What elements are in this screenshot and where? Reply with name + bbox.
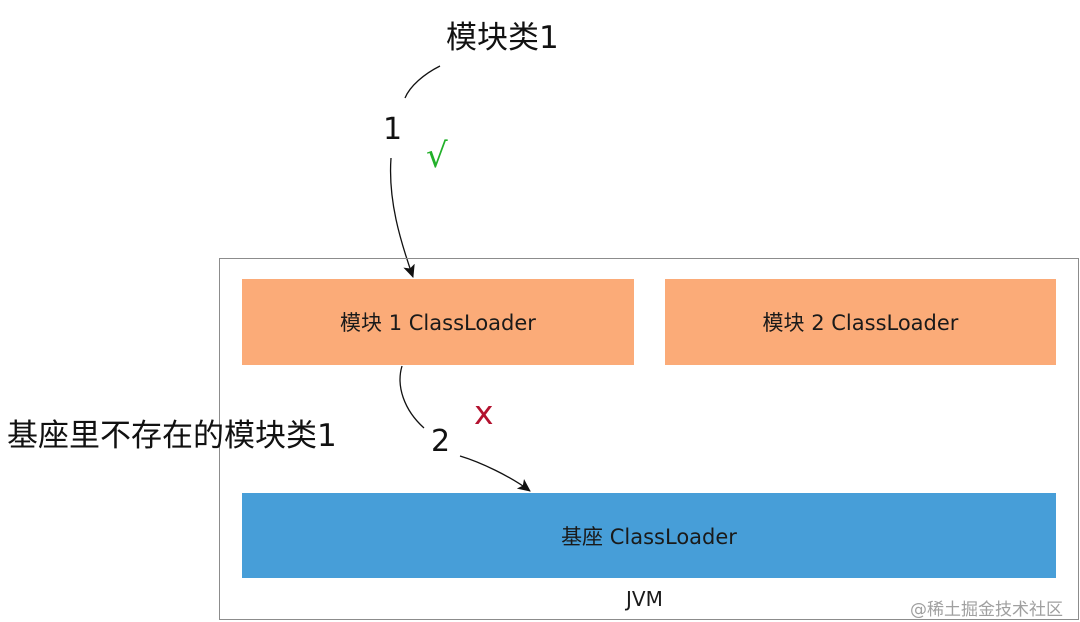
step-1-check-mark: √ [426, 136, 448, 176]
base-classloader-label: 基座 ClassLoader [561, 524, 737, 549]
left-missing-class-label: 基座里不存在的模块类1 [7, 418, 337, 454]
jvm-container [219, 258, 1079, 620]
arrow-2-upper [399, 365, 425, 429]
module-1-classloader-box: 模块 1 ClassLoader [242, 279, 634, 365]
module-2-classloader-label: 模块 2 ClassLoader [762, 311, 959, 335]
step-2-cross-mark: x [474, 393, 494, 432]
watermark: @稀土掘金技术社区 [910, 600, 1063, 620]
base-classloader-box: 基座 ClassLoader [242, 493, 1056, 578]
arrow-2-lower [459, 455, 531, 492]
jvm-label: JVM [626, 587, 663, 611]
arrow-1-lower [389, 157, 415, 278]
module-1-classloader-label: 模块 1 ClassLoader [340, 311, 536, 335]
top-module-class-label: 模块类1 [446, 20, 559, 56]
arrow-1-upper [404, 65, 441, 99]
step-2-number: 2 [431, 424, 451, 459]
module-2-classloader-box: 模块 2 ClassLoader [665, 279, 1056, 365]
step-1-number: 1 [383, 112, 403, 147]
